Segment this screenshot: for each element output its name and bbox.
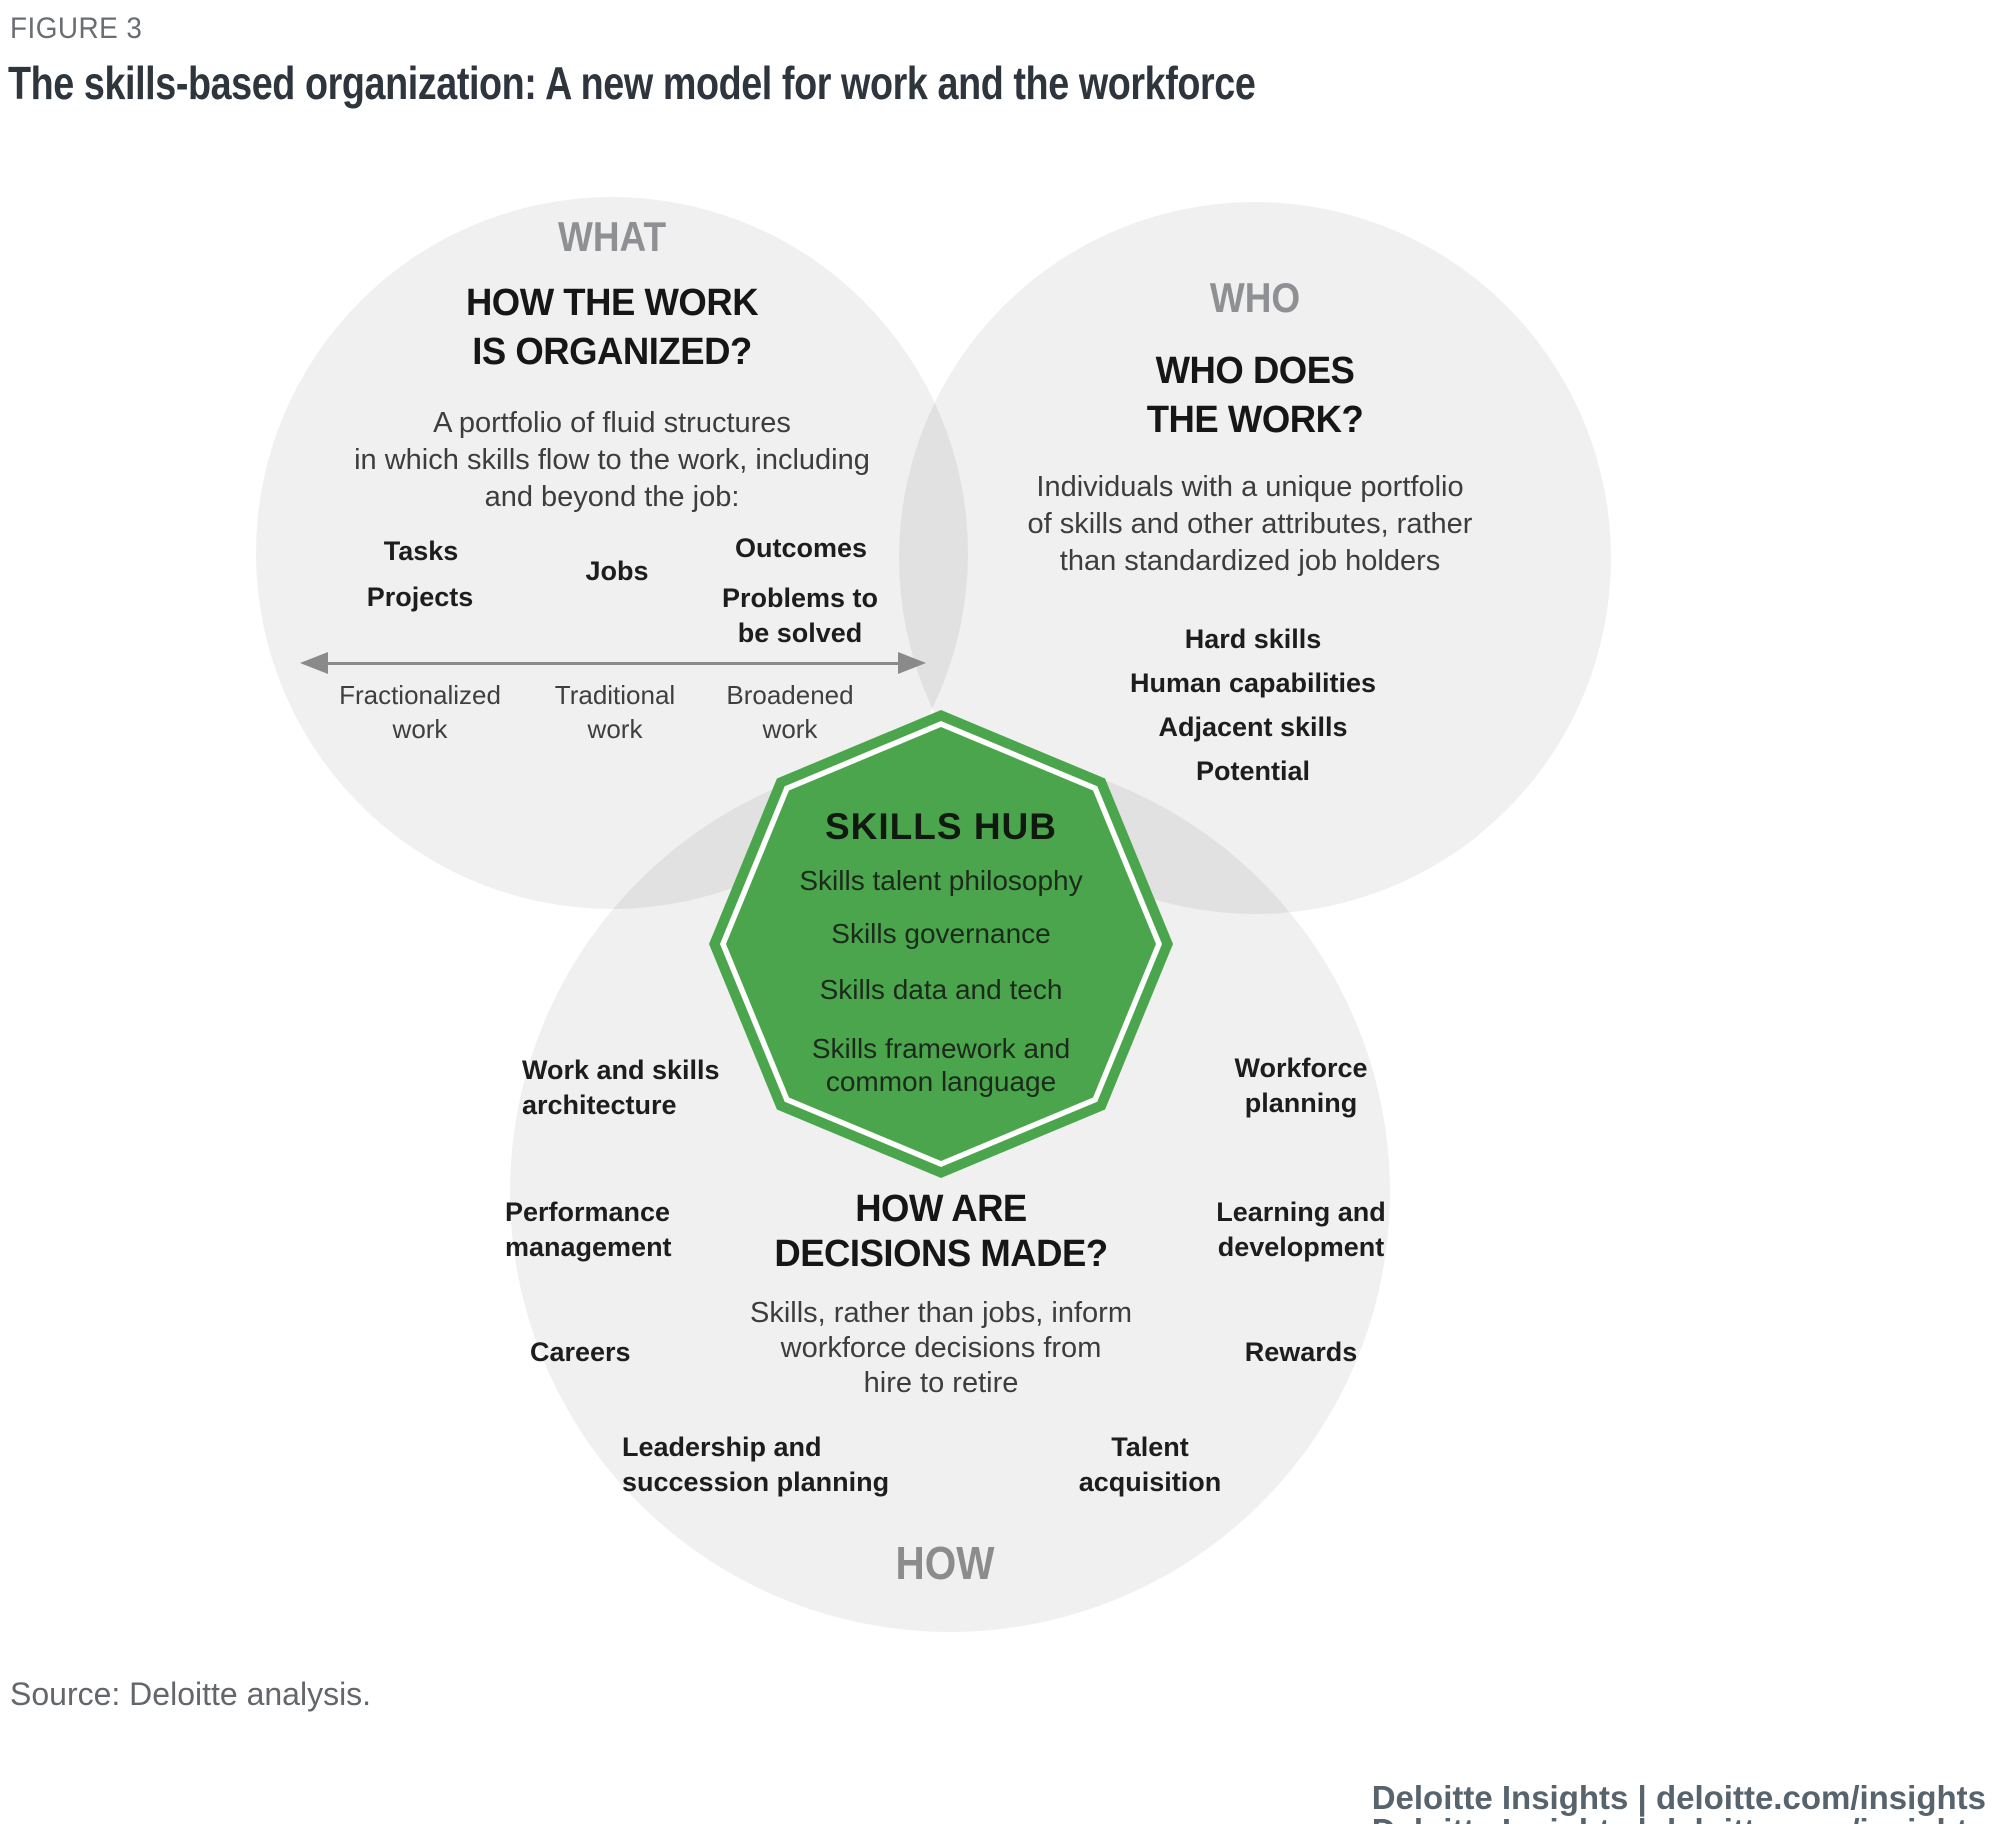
- who-heading-line1: WHO DOES: [1155, 350, 1355, 392]
- what-body-line3: and beyond the job:: [484, 481, 740, 513]
- how-item-workforce-line1: Workforce: [1234, 1053, 1368, 1083]
- hub-item-data-and-tech: Skills data and tech: [819, 974, 1063, 1005]
- work-type-tasks: Tasks: [383, 536, 459, 566]
- work-type-problems: Problems to be solved: [722, 581, 878, 651]
- spectrum-fractionalized-line2: work: [392, 714, 448, 744]
- how-item-work-skills-line1: Work and skills: [522, 1055, 720, 1085]
- spectrum-broadened: Broadened work: [726, 678, 853, 746]
- how-item-learning-development: Learning and development: [1216, 1195, 1386, 1265]
- how-body-line2: workforce decisions from: [780, 1332, 1102, 1364]
- work-spectrum-arrow: [318, 662, 906, 665]
- what-body: A portfolio of fluid structures in which…: [354, 405, 870, 516]
- hub-item-talent-philosophy: Skills talent philosophy: [799, 865, 1083, 896]
- deloitte-insights-footer-cropped: Deloitte Insights | deloitte.com/insight…: [1372, 1812, 1986, 1824]
- spectrum-traditional-line2: work: [587, 714, 643, 744]
- how-item-leadership-line2: succession planning: [622, 1467, 890, 1497]
- spectrum-fractionalized: Fractionalized work: [339, 678, 501, 746]
- spectrum-broadened-line1: Broadened: [726, 680, 854, 710]
- how-item-rewards: Rewards: [1244, 1337, 1358, 1367]
- source-note: Source: Deloitte analysis.: [10, 1676, 372, 1712]
- how-body-line1: Skills, rather than jobs, inform: [750, 1297, 1132, 1329]
- how-body: Skills, rather than jobs, inform workfor…: [750, 1296, 1132, 1401]
- how-item-leadership-succession: Leadership and succession planning: [622, 1430, 889, 1500]
- hub-item-framework-line1: Skills framework and: [811, 1033, 1071, 1064]
- octagon-inner-shape: [726, 727, 1156, 1161]
- who-item-human-capabilities: Human capabilities: [1129, 668, 1377, 698]
- how-item-performance-line2: management: [505, 1232, 672, 1262]
- how-item-talent-acquisition: Talent acquisition: [1079, 1430, 1222, 1500]
- how-item-careers: Careers: [530, 1337, 631, 1367]
- who-body-line2: of skills and other attributes, rather: [1027, 508, 1473, 540]
- what-heading: HOW THE WORK IS ORGANIZED?: [465, 279, 759, 377]
- work-type-outcomes: Outcomes: [734, 533, 868, 563]
- who-label: WHO: [1209, 274, 1301, 321]
- how-item-performance-management: Performance management: [505, 1195, 672, 1265]
- how-label: HOW: [895, 1537, 995, 1589]
- how-heading-line1: HOW ARE: [855, 1188, 1027, 1230]
- hub-item-framework-line2: common language: [825, 1066, 1057, 1097]
- arrow-left-head-icon: [300, 652, 328, 674]
- skills-hub-octagon: SKILLS HUB Skills talent philosophy Skil…: [709, 710, 1173, 1178]
- who-item-adjacent-skills: Adjacent skills: [1158, 712, 1348, 742]
- what-body-line2: in which skills flow to the work, includ…: [354, 444, 870, 476]
- work-type-problems-line2: be solved: [737, 618, 863, 648]
- how-item-leadership-line1: Leadership and: [622, 1432, 822, 1462]
- figure-label: FIGURE 3: [10, 12, 143, 45]
- hub-item-governance: Skills governance: [831, 918, 1051, 949]
- how-item-learning-line1: Learning and: [1216, 1197, 1386, 1227]
- who-item-hard-skills: Hard skills: [1184, 624, 1322, 654]
- who-item-potential: Potential: [1195, 756, 1311, 786]
- spectrum-traditional-line1: Traditional: [554, 680, 676, 710]
- who-body: Individuals with a unique portfolio of s…: [1028, 469, 1473, 580]
- what-label: WHAT: [557, 213, 667, 260]
- arrow-right-head-icon: [898, 652, 926, 674]
- skills-hub-title: SKILLS HUB: [825, 806, 1057, 847]
- page-title: The skills-based organization: A new mod…: [8, 56, 1529, 110]
- how-item-work-skills-line2: architecture: [522, 1090, 677, 1120]
- how-item-talent-line2: acquisition: [1078, 1467, 1222, 1497]
- who-heading: WHO DOES THE WORK?: [1147, 347, 1364, 445]
- hub-item-framework: Skills framework and common language: [812, 1032, 1070, 1098]
- work-type-projects: Projects: [366, 582, 474, 612]
- who-body-line3: than standardized job holders: [1059, 545, 1441, 577]
- who-body-line1: Individuals with a unique portfolio: [1036, 471, 1464, 503]
- how-item-work-skills-architecture: Work and skills architecture: [522, 1053, 720, 1123]
- how-heading-line2: DECISIONS MADE?: [774, 1233, 1108, 1275]
- who-heading-line2: THE WORK?: [1146, 399, 1364, 441]
- how-item-talent-line1: Talent: [1111, 1432, 1189, 1462]
- work-type-problems-line1: Problems to: [721, 583, 879, 613]
- spectrum-broadened-line2: work: [762, 714, 818, 744]
- what-heading-line1: HOW THE WORK: [465, 282, 759, 324]
- how-body-line3: hire to retire: [863, 1367, 1019, 1399]
- how-item-performance-line1: Performance: [505, 1197, 671, 1227]
- what-body-line1: A portfolio of fluid structures: [433, 407, 791, 439]
- how-item-workforce-line2: planning: [1244, 1088, 1358, 1118]
- spectrum-traditional: Traditional work: [555, 678, 675, 746]
- page-title-text: The skills-based organization: A new mod…: [8, 57, 1256, 109]
- how-item-workforce-planning: Workforce planning: [1234, 1051, 1367, 1121]
- work-type-jobs: Jobs: [585, 556, 649, 586]
- spectrum-fractionalized-line1: Fractionalized: [339, 680, 501, 710]
- what-heading-line2: IS ORGANIZED?: [472, 331, 752, 373]
- deloitte-insights-footer: Deloitte Insights | deloitte.com/insight…: [1371, 1779, 1986, 1816]
- how-heading: HOW ARE DECISIONS MADE?: [774, 1187, 1108, 1277]
- how-item-learning-line2: development: [1217, 1232, 1385, 1262]
